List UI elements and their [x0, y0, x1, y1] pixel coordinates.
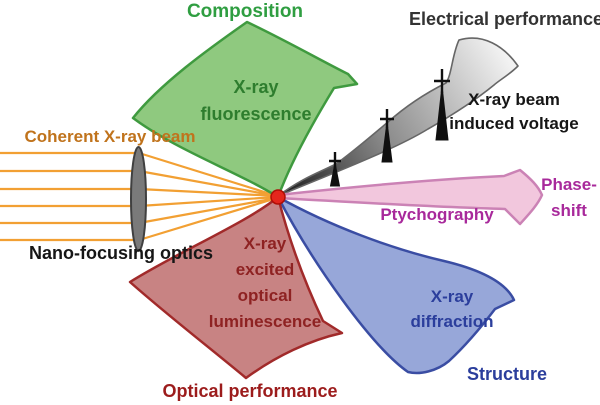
xray-fluorescence-label: X-ray fluorescence — [200, 77, 312, 124]
xray-diffraction-label: X-ray diffraction — [410, 287, 494, 331]
xray-beam-induced-voltage-label: X-ray beam induced voltage — [449, 90, 579, 133]
nano-focusing-optics-label: Nano-focusing optics — [29, 243, 213, 263]
phase-shift-label: Phase- shift — [541, 175, 597, 220]
luminescence-arrow — [128, 195, 344, 380]
optical-performance-label: Optical performance — [162, 381, 338, 401]
xray-excited-optical-luminescence-label: X-ray excited optical luminescence — [208, 234, 322, 331]
diffraction-arrow — [276, 195, 516, 375]
structure-label: Structure — [466, 364, 548, 384]
voltage-spike-large — [434, 69, 450, 141]
ptychography-arrow — [276, 168, 544, 226]
composition-label: Composition — [186, 1, 304, 22]
coherent-xray-beam-label: Coherent X-ray beam — [24, 127, 196, 146]
focal-point-dot — [270, 189, 286, 205]
voltage-spike-medium — [380, 109, 394, 163]
electrical-performance-label: Electrical performance — [408, 9, 600, 29]
ptychography-label: Ptychography — [380, 205, 494, 224]
xray-fluorescence-arrow — [131, 20, 359, 199]
beam-rays — [0, 151, 279, 242]
focusing-lens-icon — [130, 146, 147, 252]
voltage-spike-small — [329, 152, 341, 187]
electrical-ribbon-arrow — [277, 37, 519, 197]
